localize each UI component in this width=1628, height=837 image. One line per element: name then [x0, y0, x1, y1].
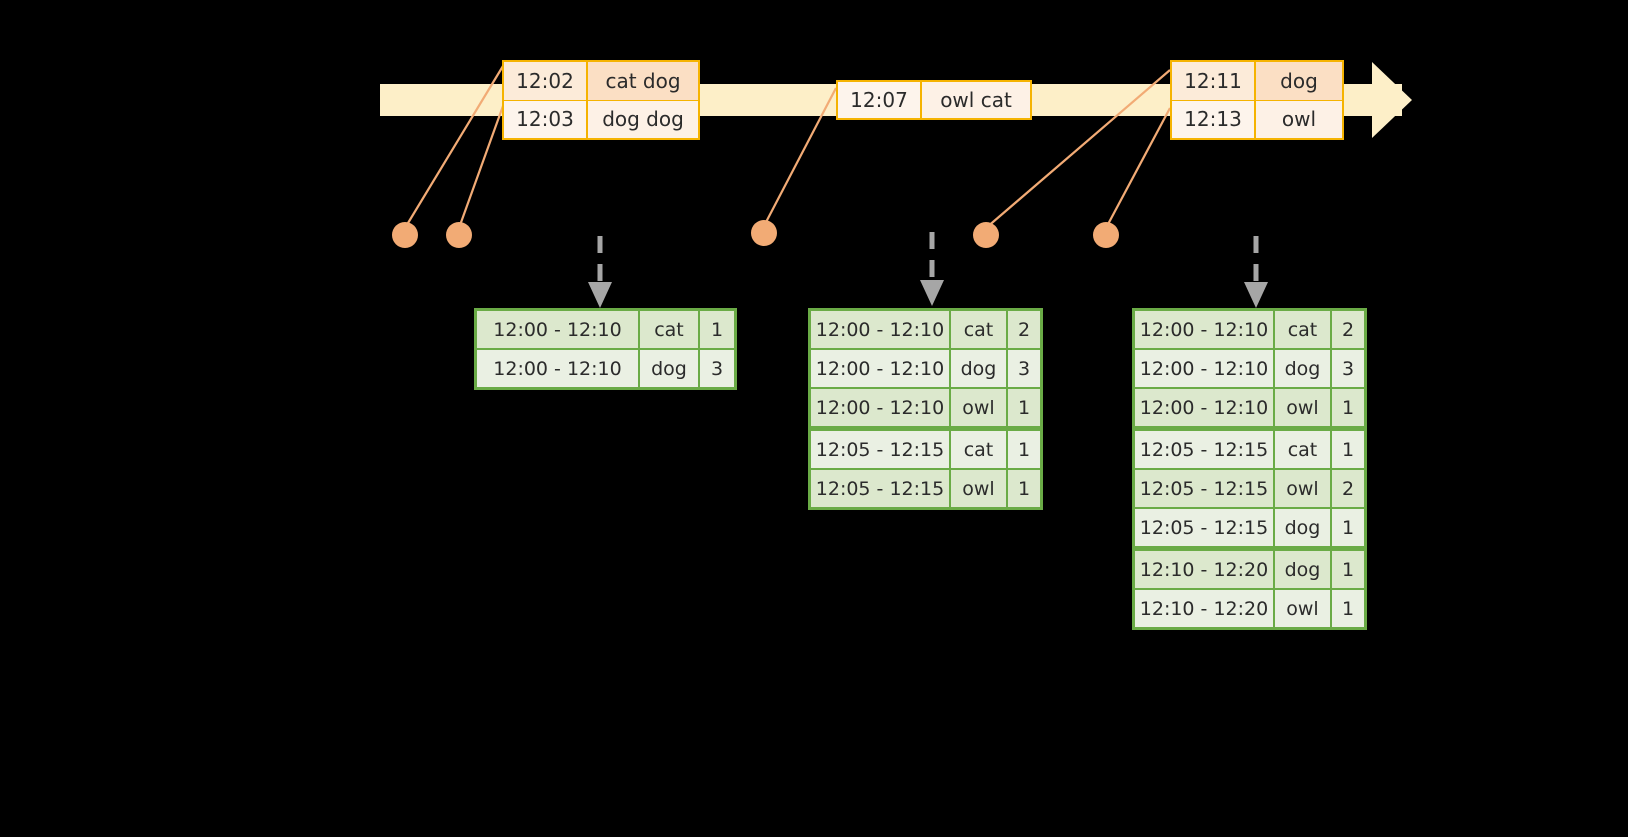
cell-count: 1: [1008, 470, 1040, 507]
cell-count: 1: [700, 311, 734, 348]
timeline-event-row[interactable]: 12:03 dog dog: [504, 100, 698, 138]
cell-key: owl: [1275, 590, 1330, 627]
cell-count: 3: [1008, 350, 1040, 387]
timeline-event-row[interactable]: 12:02 cat dog: [504, 62, 698, 101]
cell-key: owl: [951, 389, 1006, 426]
event-time: 12:07: [838, 82, 922, 118]
cell-key: cat: [1275, 431, 1330, 468]
cell-key: cat: [951, 311, 1006, 348]
cell-window: 12:00 - 12:10: [1135, 389, 1273, 426]
cell-count: 1: [1332, 431, 1364, 468]
table-pointer-arrows: [588, 232, 1268, 308]
cell-key: dog: [1275, 551, 1330, 588]
cell-window: 12:00 - 12:10: [1135, 311, 1273, 348]
timeline-event-row[interactable]: 12:07 owl cat: [838, 82, 1030, 118]
event-time: 12:13: [1172, 100, 1256, 138]
cell-key: cat: [1275, 311, 1330, 348]
cell-window: 12:05 - 12:15: [811, 470, 949, 507]
cell-key: cat: [640, 311, 698, 348]
timeline-event-box-1[interactable]: 12:02 cat dog 12:03 dog dog: [502, 60, 700, 140]
event-dot-1202[interactable]: [392, 222, 418, 248]
cell-window: 12:05 - 12:15: [811, 431, 949, 468]
cell-count: 1: [1008, 389, 1040, 426]
cell-window: 12:00 - 12:10: [477, 311, 638, 348]
event-words: dog dog: [588, 100, 698, 138]
cell-count: 3: [1332, 350, 1364, 387]
cell-key: owl: [1275, 389, 1330, 426]
cell-count: 1: [1332, 551, 1364, 588]
cell-window: 12:05 - 12:15: [1135, 431, 1273, 468]
event-words: owl cat: [922, 82, 1030, 118]
event-time: 12:11: [1172, 62, 1256, 100]
event-time: 12:03: [504, 100, 588, 138]
cell-window: 12:00 - 12:10: [811, 389, 949, 426]
event-dot-1207[interactable]: [751, 220, 777, 246]
cell-key: owl: [1275, 470, 1330, 507]
cell-window: 12:00 - 12:10: [477, 350, 638, 387]
cell-window: 12:10 - 12:20: [1135, 590, 1273, 627]
cell-window: 12:00 - 12:10: [811, 311, 949, 348]
cell-key: dog: [1275, 350, 1330, 387]
cell-count: 3: [700, 350, 734, 387]
timeline-event-box-3[interactable]: 12:11 dog 12:13 owl: [1170, 60, 1344, 140]
event-dot-1213[interactable]: [1093, 222, 1119, 248]
cell-key: dog: [640, 350, 698, 387]
cell-window: 12:00 - 12:10: [811, 350, 949, 387]
event-words: cat dog: [588, 62, 698, 100]
timeline-event-row[interactable]: 12:11 dog: [1172, 62, 1342, 101]
cell-key: owl: [951, 470, 1006, 507]
cell-window: 12:05 - 12:15: [1135, 509, 1273, 546]
timeline-event-row[interactable]: 12:13 owl: [1172, 100, 1342, 138]
cell-window: 12:05 - 12:15: [1135, 470, 1273, 507]
event-words: owl: [1256, 100, 1342, 138]
cell-count: 2: [1332, 470, 1364, 507]
event-dot-1211[interactable]: [973, 222, 999, 248]
cell-count: 2: [1008, 311, 1040, 348]
cell-key: cat: [951, 431, 1006, 468]
cell-key: dog: [951, 350, 1006, 387]
cell-key: dog: [1275, 509, 1330, 546]
cell-window: 12:00 - 12:10: [1135, 350, 1273, 387]
cell-count: 1: [1332, 509, 1364, 546]
event-time: 12:02: [504, 62, 588, 100]
cell-count: 2: [1332, 311, 1364, 348]
cell-count: 1: [1332, 590, 1364, 627]
event-dot-1203[interactable]: [446, 222, 472, 248]
cell-window: 12:10 - 12:20: [1135, 551, 1273, 588]
timeline-event-box-2[interactable]: 12:07 owl cat: [836, 80, 1032, 120]
cell-count: 1: [1332, 389, 1364, 426]
cell-count: 1: [1008, 431, 1040, 468]
event-words: dog: [1256, 62, 1342, 100]
